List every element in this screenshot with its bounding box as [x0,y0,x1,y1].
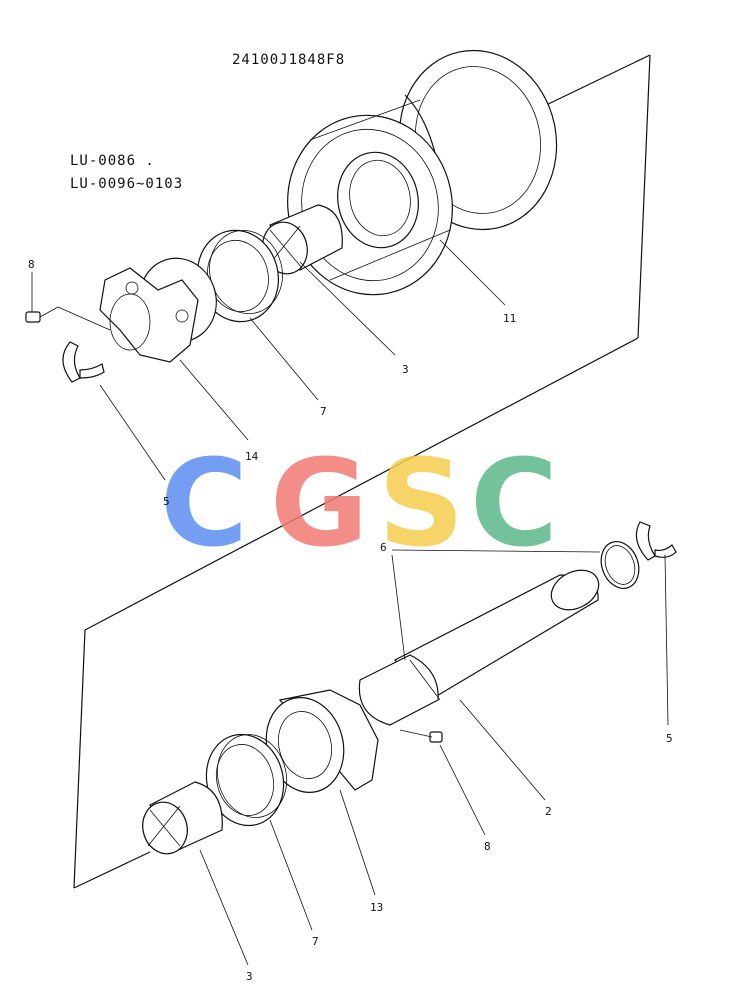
watermark-letter-c1: C [160,435,248,574]
floating-seal-7-bottom [205,733,287,827]
callout-7-top: 7 [320,405,327,418]
watermark-letter-s: S [378,435,464,574]
callout-11: 11 [503,312,516,325]
watermark-logo: C G S C [160,435,558,574]
callout-6: 6 [380,541,387,554]
retainer-clip-5-left [62,341,105,383]
o-ring-6 [600,541,640,589]
plug-8-top [25,306,111,331]
retainer-clip-5-right [635,521,677,561]
callout-13: 13 [370,901,383,914]
collar-14 [99,257,217,363]
callout-8-top: 8 [28,258,35,271]
part-number-label: 24100J1848F8 [232,52,345,68]
callout-3-top: 3 [402,363,409,376]
serial-range-1: LU-0086 . [70,153,155,169]
track-roller-11 [287,49,558,296]
watermark-letter-c2: C [470,435,558,574]
plug-8-bottom [399,729,443,743]
callout-5-right: 5 [666,732,673,745]
bushing-3-bottom [142,781,223,855]
leader-lines [31,239,669,966]
serial-range-2: LU-0096∼0103 [70,176,183,192]
watermark-letter-g: G [270,435,369,574]
callout-3-bottom: 3 [246,970,253,983]
callout-8-bottom: 8 [484,840,491,853]
callout-5-left: 5 [163,495,170,508]
callout-7-bottom: 7 [312,935,319,948]
assembly-boundary [73,54,651,889]
callout-14: 14 [245,450,259,463]
shaft-2 [358,569,600,726]
callout-2: 2 [545,805,552,818]
